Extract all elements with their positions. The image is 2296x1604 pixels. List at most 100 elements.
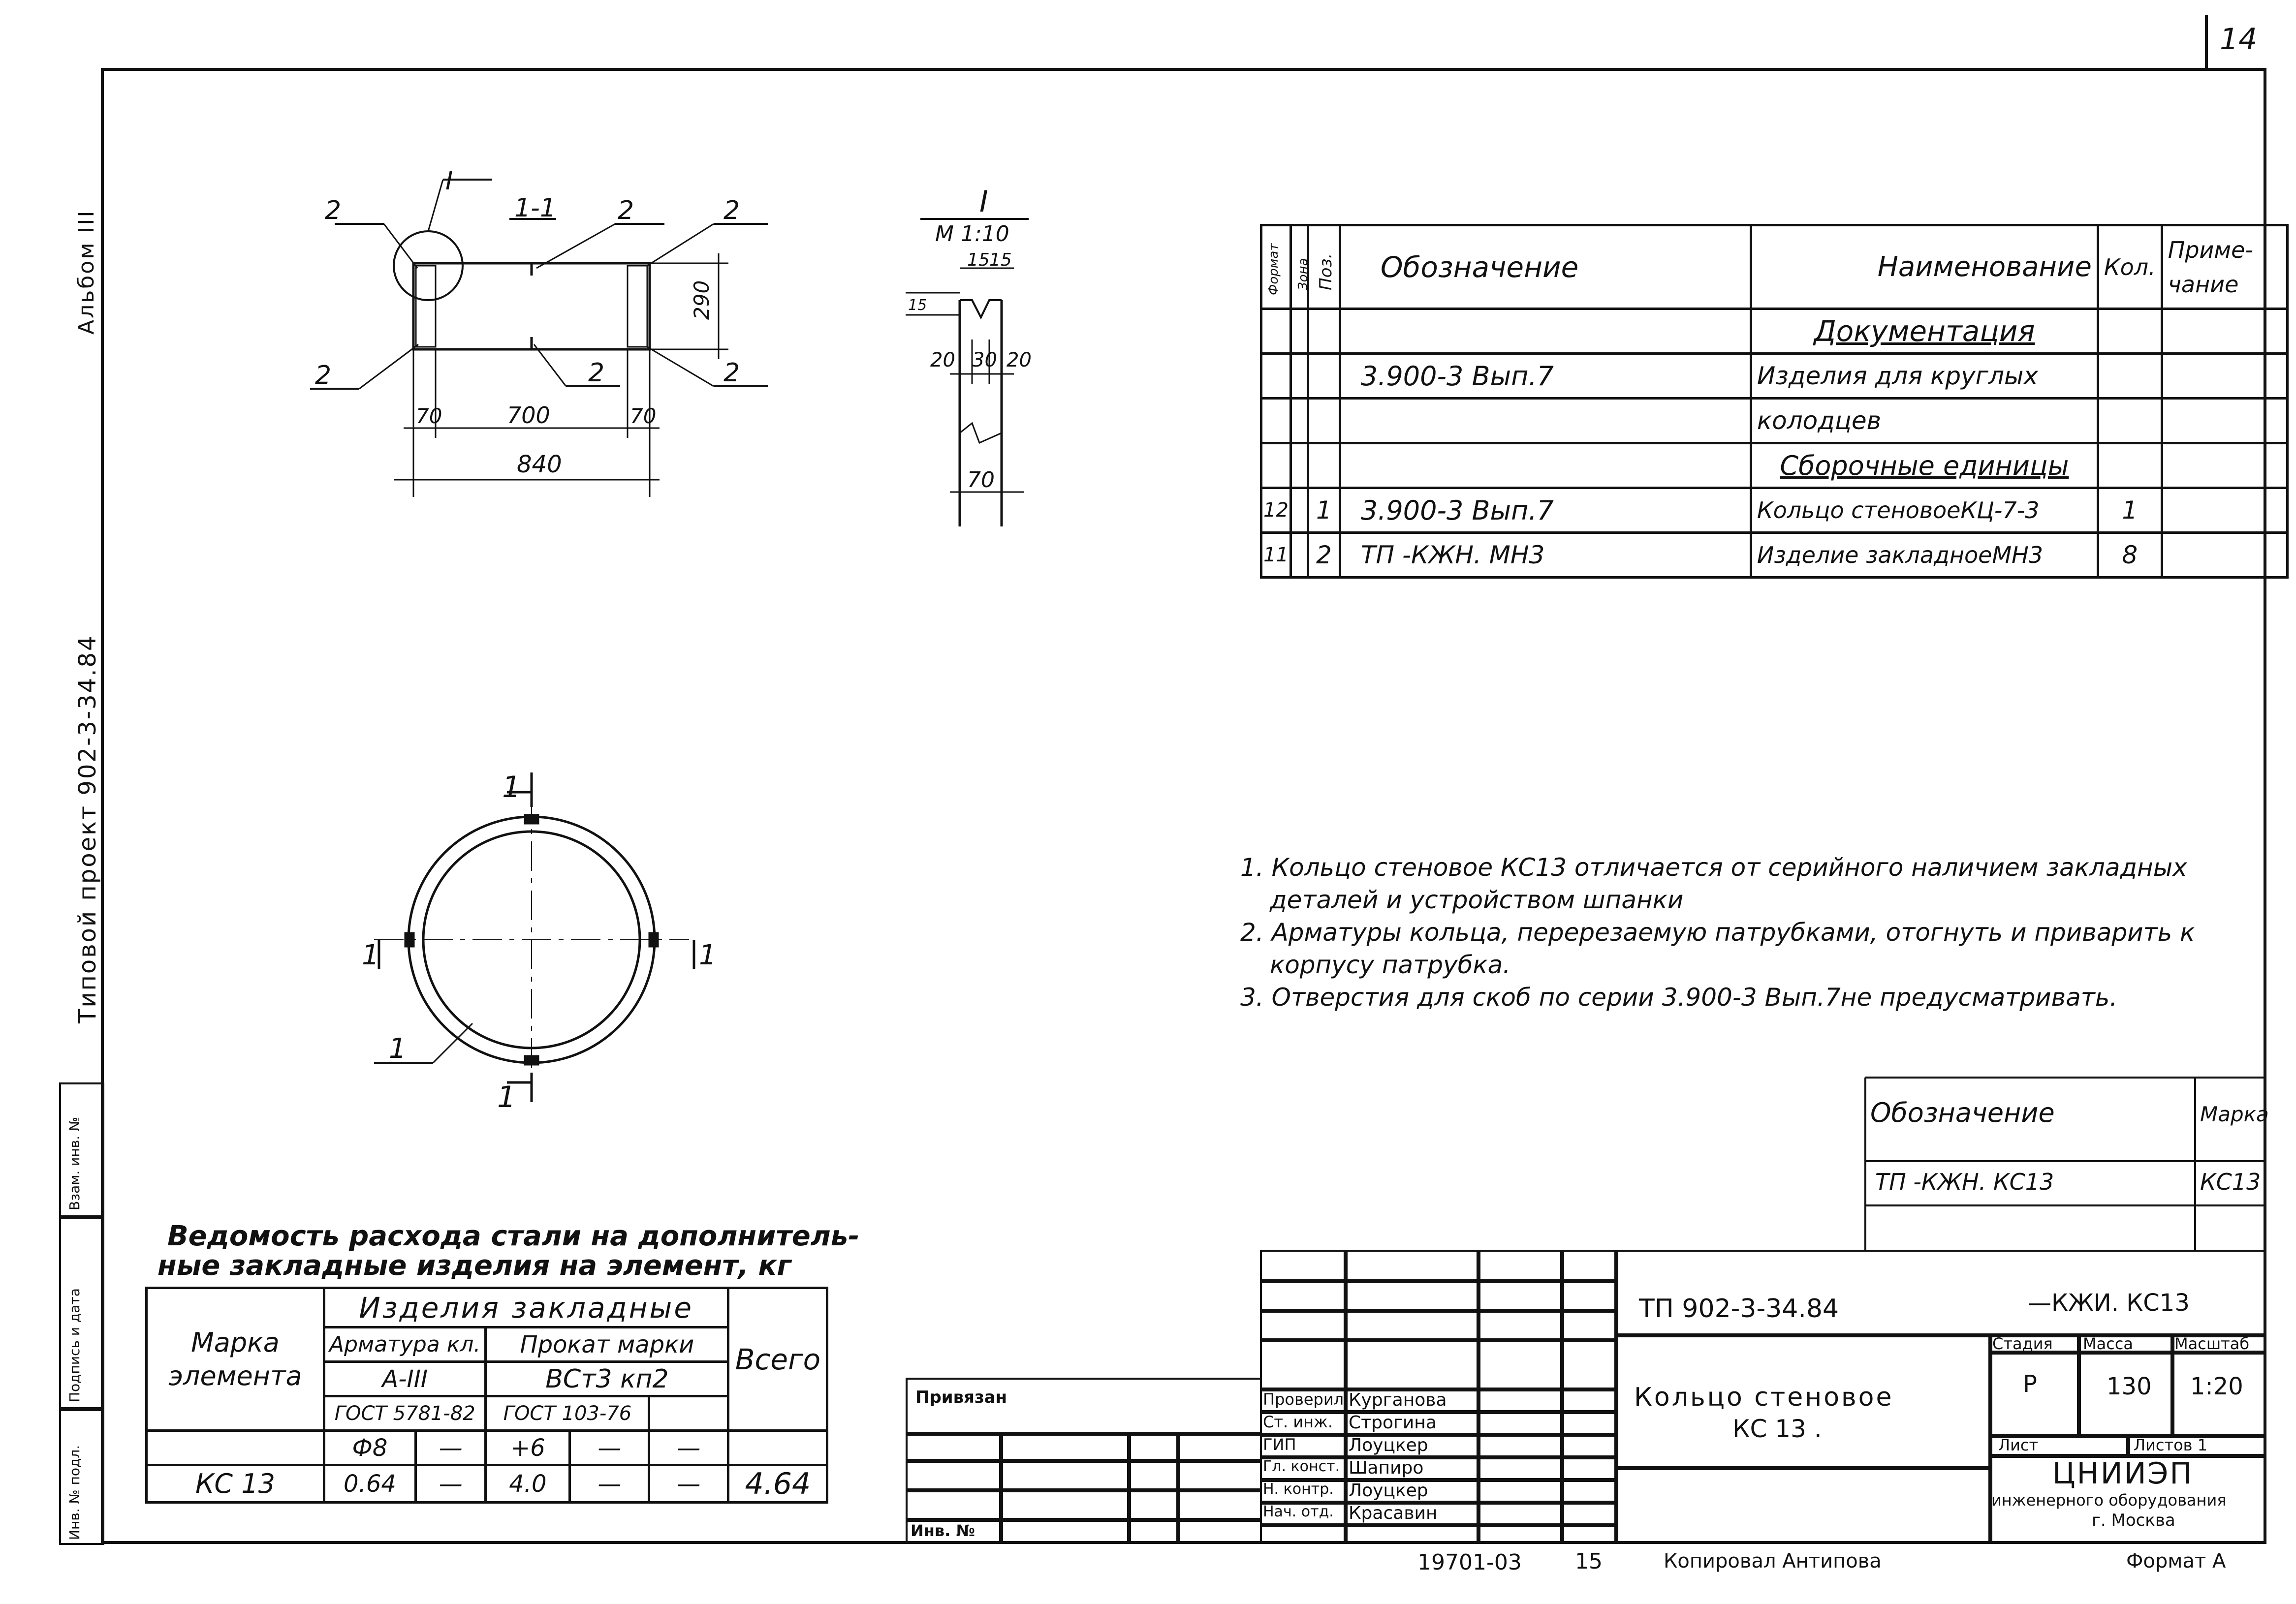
steel-h-rebar: Арматура кл. xyxy=(322,1326,487,1363)
tb-code: ТП 902-3-34.84 xyxy=(1639,1294,1839,1324)
sheet-number: 14 xyxy=(2220,22,2258,57)
detail-scale: М 1:10 xyxy=(935,221,1009,247)
spec-row-2-pos: 2 xyxy=(1306,531,1341,579)
steel-phi: Ф8 xyxy=(323,1429,417,1466)
callout-2b: 2 xyxy=(618,196,634,225)
dim-70-left: 70 xyxy=(416,404,442,428)
spec-h-designation: Обозначение xyxy=(1338,224,1752,310)
footer-copied: Копировал Антипова xyxy=(1664,1550,1882,1573)
title-block: Проверил Курганова Ст. инж. Строгина ГИП… xyxy=(1260,1250,2266,1544)
plan-cut-left: 1 xyxy=(362,939,379,971)
steel-table: Марка элемента Изделия закладные Всего А… xyxy=(145,1287,829,1504)
detail-marker-label: I xyxy=(445,166,453,196)
dim-70-right: 70 xyxy=(630,404,656,428)
marks-header-mark: Марка xyxy=(2200,1102,2269,1126)
steel-dash-2: — xyxy=(568,1429,651,1466)
det-dim-70: 70 xyxy=(967,467,995,493)
steel-dash-1: — xyxy=(414,1429,487,1466)
steel-h-gost2: ГОСТ 103-76 xyxy=(484,1395,651,1432)
steel-row-e: — xyxy=(648,1464,730,1504)
spec-row-1-name: Кольцо стеновоеКЦ-7-3 xyxy=(1749,487,2099,534)
footer-num: 15 xyxy=(1575,1549,1603,1574)
spec-row-2-designation: ТП -КЖН. МН3 xyxy=(1338,531,1752,579)
spec-h-pos: Поз. xyxy=(1306,224,1341,310)
spec-row-1-format: 12 xyxy=(1260,487,1292,534)
tb-name-6: Красавин xyxy=(1349,1503,1438,1523)
tb-name-1: Курганова xyxy=(1349,1390,1447,1410)
steel-row-a: 0.64 xyxy=(323,1464,417,1504)
tb-stage: Р xyxy=(2023,1370,2037,1398)
steel-row-mark: КС 13 xyxy=(145,1464,325,1504)
spec-row-2-format: 11 xyxy=(1260,531,1292,579)
sheet-number-box xyxy=(2205,15,2208,69)
tb-title-1: Кольцо стеновое xyxy=(1634,1383,1894,1412)
spec-section-units: Сборочные единицы xyxy=(1749,442,2099,489)
tb-role-2: Ст. инж. xyxy=(1263,1413,1333,1431)
privyazan-block: Привязан Инв. № xyxy=(906,1378,1262,1544)
dim-840: 840 xyxy=(517,451,562,478)
spec-doc-name-2: колодцев xyxy=(1749,397,2099,444)
tb-mass-h: Масса xyxy=(2083,1334,2134,1353)
plan-pos-label: 1 xyxy=(389,1033,407,1065)
left-stamp-div2 xyxy=(59,1407,104,1411)
marks-row-mark: КС13 xyxy=(2200,1169,2261,1195)
tb-scale-h: Масштаб xyxy=(2174,1334,2250,1353)
marks-header-designation: Обозначение xyxy=(1870,1097,2055,1128)
ring-wall-right xyxy=(627,265,648,348)
spec-row-1-pos: 1 xyxy=(1306,487,1341,534)
specification-table: Формат Зона Поз. Обозначение Наименовани… xyxy=(1260,224,2289,579)
footer-format: Формат А xyxy=(2126,1550,2226,1573)
spec-row-2-qty: 8 xyxy=(2096,531,2163,579)
spec-h-qty: Кол. xyxy=(2096,224,2163,310)
spec-h-note: Приме-чание xyxy=(2160,224,2289,310)
tb-name-3: Лоуцкер xyxy=(1349,1435,1428,1455)
note-2: 2. Арматуры кольца, перерезаемую патрубк… xyxy=(1240,918,2195,979)
callout-2a: 2 xyxy=(325,196,341,225)
spec-h-name: Наименование xyxy=(1749,224,2099,310)
spec-row-2: 11 2 ТП -КЖН. МН3 Изделие закладноеМН3 8 xyxy=(1260,531,2289,579)
tb-title-2: КС 13 . xyxy=(1732,1415,1822,1443)
notes: 1. Кольцо стеновое КС13 отличается от се… xyxy=(1240,851,2225,1014)
spec-row-1-designation: 3.900-3 Вып.7 xyxy=(1338,487,1752,534)
dim-700: 700 xyxy=(507,402,550,429)
steel-row-c: 4.0 xyxy=(484,1464,571,1504)
section-label: 1-1 xyxy=(514,193,556,223)
inv-label: Инв. № xyxy=(911,1521,975,1540)
tb-role-1: Проверил xyxy=(1263,1390,1344,1409)
steel-h-group: Изделия закладные xyxy=(322,1287,730,1328)
spec-row-2-name: Изделие закладноеМН3 xyxy=(1749,531,2099,579)
steel-row-b: — xyxy=(414,1464,487,1504)
note-3: 3. Отверстия для скоб по серии 3.900-3 В… xyxy=(1240,983,2118,1012)
spec-row-1: 12 1 3.900-3 Вып.7 Кольцо стеновоеКЦ-7-3… xyxy=(1260,487,2289,534)
detail-title: I xyxy=(979,185,988,219)
det-dim-15b: 15 xyxy=(989,250,1012,270)
plan-cut-right: 1 xyxy=(699,939,717,971)
det-dim-15c: 15 xyxy=(908,297,927,314)
tb-name-5: Лоуцкер xyxy=(1349,1481,1428,1501)
steel-title-2: ные закладные изделия на элемент, кг xyxy=(157,1250,791,1282)
callout-2c: 2 xyxy=(723,196,740,225)
steel-sz: +6 xyxy=(484,1429,571,1466)
tb-sheets-h: Листов 1 xyxy=(2134,1436,2208,1454)
det-dim-15a: 15 xyxy=(967,250,990,270)
steel-row-total: 4.64 xyxy=(727,1464,829,1504)
steel-h-steel-grade: ВСт3 кп2 xyxy=(484,1360,730,1397)
left-stamp-strip xyxy=(59,1082,104,1545)
callout-2d: 2 xyxy=(315,361,331,390)
steel-h-gost1: ГОСТ 5781-82 xyxy=(322,1395,487,1432)
tb-org-3: г. Москва xyxy=(2092,1511,2175,1530)
tb-code-suffix: —КЖИ. КС13 xyxy=(2028,1289,2190,1317)
callout-2e: 2 xyxy=(588,358,604,388)
spec-section-docs: Документация xyxy=(1749,308,2099,355)
tb-role-6: Нач. отд. xyxy=(1263,1503,1334,1520)
steel-h-mark: Марка элемента xyxy=(145,1287,325,1432)
tb-org-2: инженерного оборудования xyxy=(1991,1491,2227,1510)
tb-name-2: Строгина xyxy=(1349,1413,1437,1433)
plan-cut-top: 1 xyxy=(502,770,521,804)
note-1: 1. Кольцо стеновое КС13 отличается от се… xyxy=(1240,853,2187,914)
ring-wall-left xyxy=(415,265,437,348)
det-dim-30: 30 xyxy=(972,349,997,371)
spec-row-1-qty: 1 xyxy=(2096,487,2163,534)
callout-2f: 2 xyxy=(723,358,740,388)
